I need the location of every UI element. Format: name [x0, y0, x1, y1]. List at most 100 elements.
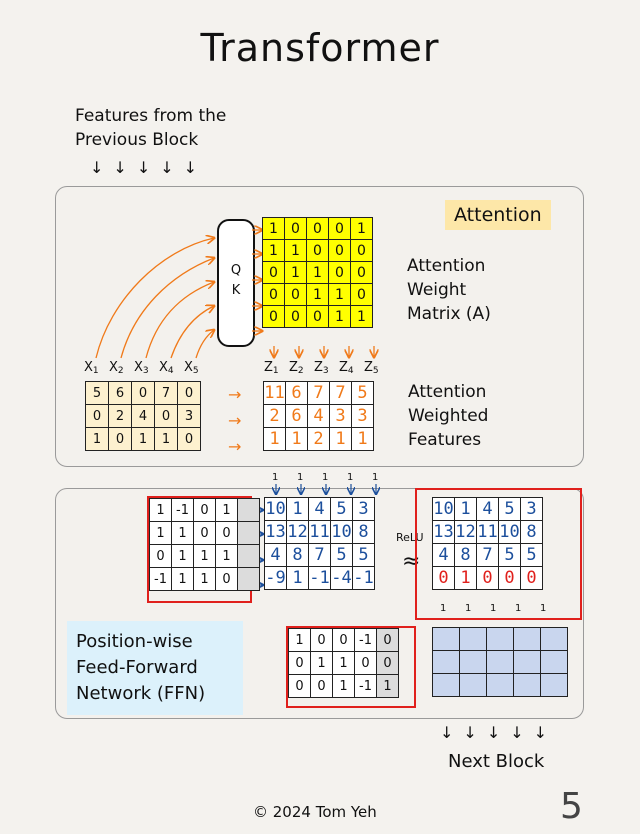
ffn-hidden-cell: 12 [286, 520, 309, 544]
ffn-hidden-cell: 10 [264, 497, 287, 521]
input-feature-cell: 5 [85, 381, 109, 405]
ffn-output-matrix [432, 627, 568, 697]
ffn-relu-cell: 3 [520, 497, 543, 521]
ffn-relu-cell: 13 [432, 520, 455, 544]
ffn-relu-cell: 7 [476, 543, 499, 567]
ffn-relu-cell: 5 [520, 543, 543, 567]
attention-matrix-cell: 0 [350, 261, 373, 284]
ffn-output-cell [459, 627, 487, 651]
ffn-hidden-cell: 5 [352, 543, 375, 567]
ffn-relu-cell: 10 [432, 497, 455, 521]
x-label: X2 [109, 360, 124, 376]
attention-matrix-cell: 1 [306, 283, 329, 306]
input-feature-cell: 3 [177, 404, 201, 428]
attention-matrix-cell: 0 [284, 283, 307, 306]
ffn-output-cell [513, 673, 541, 697]
attended-feature-cell: 11 [263, 381, 286, 405]
ffn-weight1-cell: 1 [171, 567, 194, 591]
attended-feature-cell: 6 [285, 381, 308, 405]
attended-feature-cell: 1 [263, 427, 286, 451]
qk-q-label: Q [230, 263, 242, 278]
ffn-output-cell [486, 627, 514, 651]
copyright: © 2024 Tom Yeh [253, 803, 377, 821]
curve-x5 [195, 330, 214, 359]
ffn-weight2-cell: 1 [332, 674, 355, 698]
input-feature-cell: 7 [154, 381, 178, 405]
ffn-relu-cell: 0 [520, 566, 543, 590]
curve-x2 [120, 258, 214, 359]
attention-matrix-cell: 0 [328, 239, 351, 262]
z-label: Z2 [289, 360, 304, 376]
attention-matrix-cell: 0 [350, 239, 373, 262]
x-label: X3 [134, 360, 149, 376]
ffn-relu-cell: 4 [432, 543, 455, 567]
attended-feature-cell: 2 [263, 404, 286, 428]
ffn-relu-cell: 8 [454, 543, 477, 567]
feature-arrows: → → → [228, 385, 242, 456]
relu-one: 1 [465, 603, 472, 614]
x-label: X1 [84, 360, 99, 376]
attended-feature-cell: 5 [351, 381, 374, 405]
ffn-hidden-cell: 11 [308, 520, 331, 544]
input-feature-cell: 2 [108, 404, 132, 428]
ffn-weight2-cell: 1 [332, 651, 355, 675]
ffn-weight1-cell: 1 [149, 521, 172, 545]
attention-matrix-cell: 1 [262, 239, 285, 262]
qk-k-label: K [231, 283, 241, 298]
ffn-hidden-cell: 10 [330, 520, 353, 544]
ffn-weight2-cell: 0 [354, 651, 377, 675]
attention-matrix-cell: 1 [328, 283, 351, 306]
ffn-hidden-cell: 3 [352, 497, 375, 521]
attention-matrix-cell: 0 [306, 305, 329, 328]
ffn-relu-cell: 12 [454, 520, 477, 544]
ffn-weight1-cell [237, 521, 260, 545]
attended-feature-cell: 6 [285, 404, 308, 428]
z-label: Z3 [314, 360, 329, 376]
ffn-hidden-cell: 7 [308, 543, 331, 567]
bias-one: 1 [272, 472, 279, 483]
ffn-output-cell [486, 673, 514, 697]
ffn-weight1-cell [237, 567, 260, 591]
ffn-weight2-cell: 0 [310, 674, 333, 698]
ffn-relu-cell: 8 [520, 520, 543, 544]
ffn-output-cell [432, 673, 460, 697]
ffn-weights2-frame [286, 626, 416, 708]
ffn-output-cell [459, 650, 487, 674]
ffn-output-cell [432, 627, 460, 651]
ffn-weight2-cell: 1 [310, 651, 333, 675]
input-arrows: ↓↓↓↓↓ [90, 158, 208, 177]
input-caption-line2: Previous Block [75, 130, 199, 150]
ffn-hidden-cell: 5 [330, 497, 353, 521]
ffn-weight2-cell: -1 [354, 628, 377, 652]
attended-feature-cell: 3 [351, 404, 374, 428]
attention-weight-label: Attention Weight Matrix (A) [407, 256, 491, 324]
ffn-output-cell [459, 673, 487, 697]
page-title: Transformer [200, 26, 440, 70]
ffn-relu-cell: 11 [476, 520, 499, 544]
attention-matrix-cell: 0 [262, 261, 285, 284]
bias-one: 1 [372, 472, 379, 483]
ffn-hidden-cell: 13 [264, 520, 287, 544]
ffn-relu-cell: 0 [498, 566, 521, 590]
ffn-weight2-cell: 0 [376, 628, 399, 652]
ffn-weight1-cell [237, 544, 260, 568]
curve-x4 [170, 306, 214, 359]
ffn-output-cell [513, 627, 541, 651]
ffn-output-cell [540, 627, 568, 651]
ffn-weight1-cell: 1 [215, 498, 238, 522]
attention-matrix-cell: 1 [350, 217, 373, 240]
ffn-label: Position-wise Feed-Forward Network (FFN) [67, 621, 243, 715]
relu-one: 1 [515, 603, 522, 614]
attention-matrix-cell: 0 [350, 283, 373, 306]
